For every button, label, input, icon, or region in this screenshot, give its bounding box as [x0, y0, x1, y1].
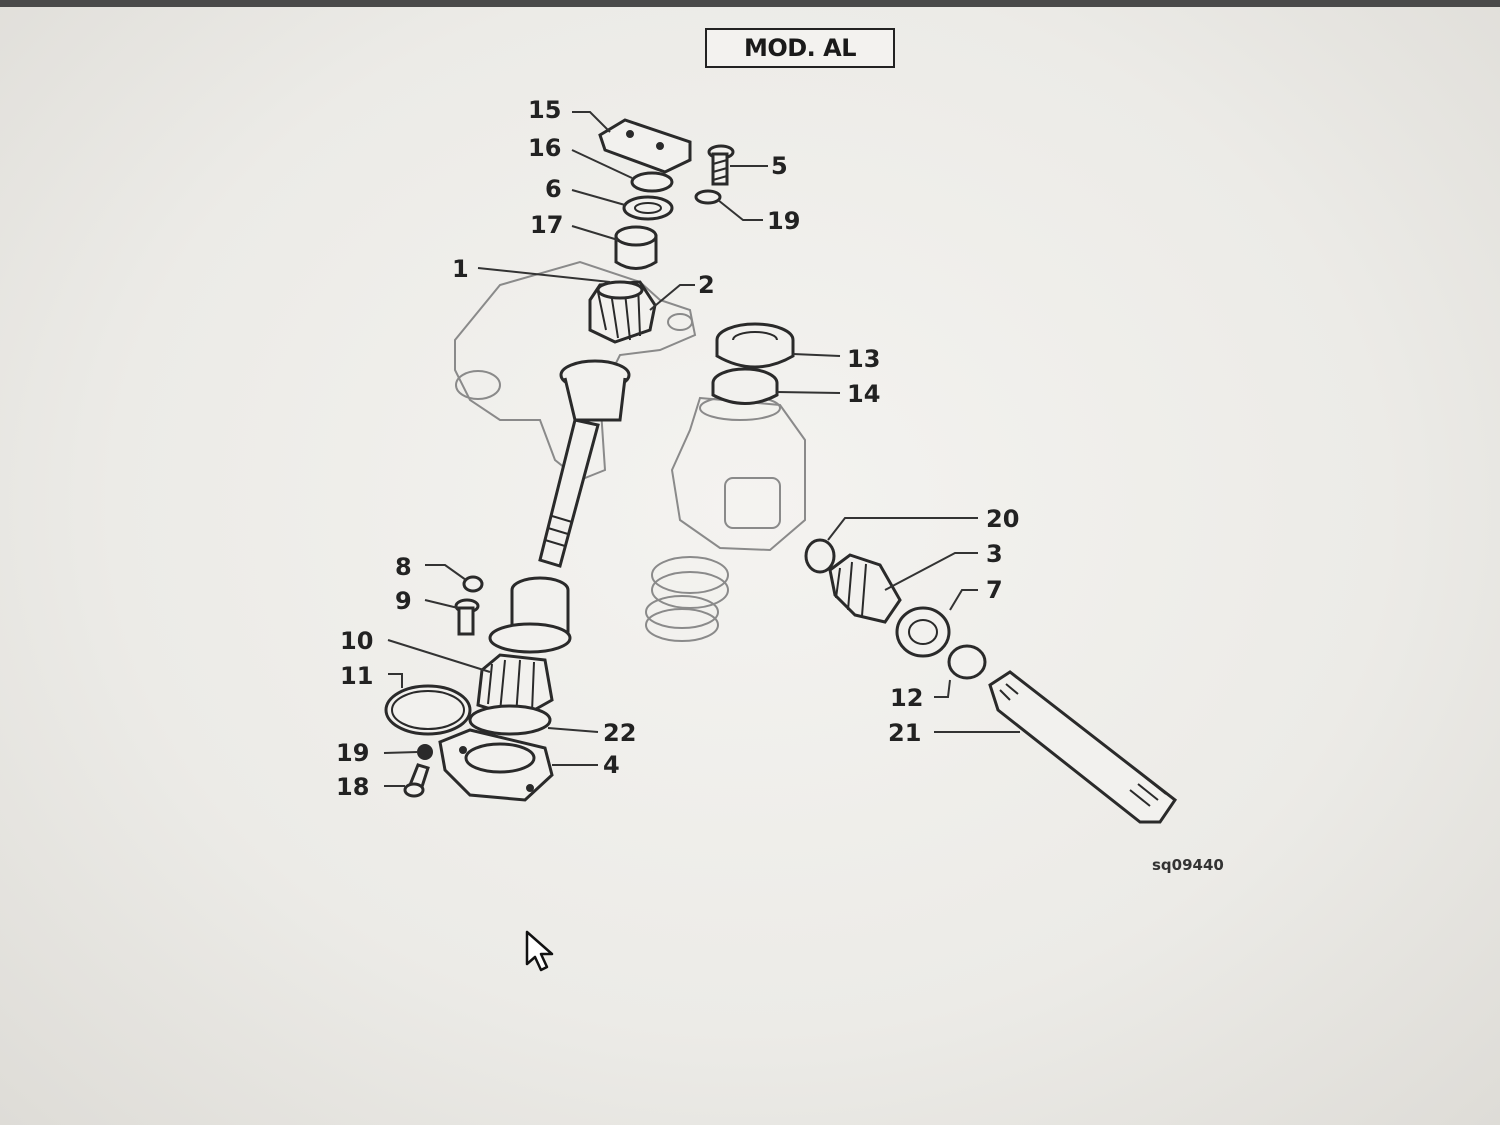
bevel-gear-lower	[476, 653, 554, 720]
callout-8: 8	[395, 553, 412, 581]
bolt-upper	[707, 144, 735, 186]
lock-washer-upper	[694, 189, 722, 205]
callout-11: 11	[340, 662, 373, 690]
sector-shaft	[538, 359, 631, 568]
callout-3: 3	[986, 540, 1003, 568]
callout-5: 5	[771, 152, 788, 180]
o-ring-inner	[391, 690, 465, 730]
nut	[462, 575, 484, 593]
circlip	[804, 538, 836, 574]
callout-16: 16	[528, 134, 561, 162]
leader-lines	[383, 111, 1020, 787]
drawing-code: sq09440	[1152, 856, 1224, 874]
bevel-gear-upper	[588, 280, 657, 344]
bearing-ring-inner	[634, 202, 662, 214]
callout-15: 15	[528, 96, 561, 124]
callout-2: 2	[698, 271, 715, 299]
callout-labels: 15 16 6 17 1 2 5 19 13 14 20 3 7 12 21 8…	[336, 96, 1019, 801]
seal-stack	[711, 322, 795, 405]
cover-plate	[598, 118, 692, 174]
lock-washer-lower	[417, 744, 433, 760]
callout-14: 14	[847, 380, 880, 408]
callout-20: 20	[986, 505, 1019, 533]
pinion-gear	[828, 553, 902, 624]
shim-washer	[630, 171, 674, 193]
mouse-pointer-icon	[525, 930, 554, 972]
model-label: MOD. AL	[705, 28, 895, 68]
thrust-washer	[468, 704, 552, 736]
callout-17: 17	[530, 211, 563, 239]
ball-bearing	[895, 606, 951, 658]
callout-21: 21	[888, 719, 921, 747]
callout-9: 9	[395, 587, 412, 615]
retaining-ring	[947, 644, 987, 680]
callout-22: 22	[603, 719, 636, 747]
callout-10: 10	[340, 627, 373, 655]
bearing-flange	[438, 728, 554, 802]
bolt-lower	[403, 763, 430, 798]
bolt-middle	[454, 598, 480, 636]
callout-6: 6	[545, 175, 562, 203]
callout-13: 13	[847, 345, 880, 373]
input-shaft	[988, 670, 1178, 824]
window-top-border	[0, 0, 1500, 7]
callout-12: 12	[890, 684, 923, 712]
callout-19-lower: 19	[336, 739, 369, 767]
lower-bushing	[488, 576, 572, 654]
callout-7: 7	[986, 576, 1003, 604]
callout-1: 1	[452, 255, 469, 283]
callout-19-upper: 19	[767, 207, 800, 235]
o-ring	[384, 684, 472, 736]
callout-18: 18	[336, 773, 369, 801]
bushing	[614, 225, 658, 270]
bearing-ring	[622, 195, 674, 221]
ghost-steering-housing	[645, 395, 806, 642]
callout-4: 4	[603, 751, 620, 779]
